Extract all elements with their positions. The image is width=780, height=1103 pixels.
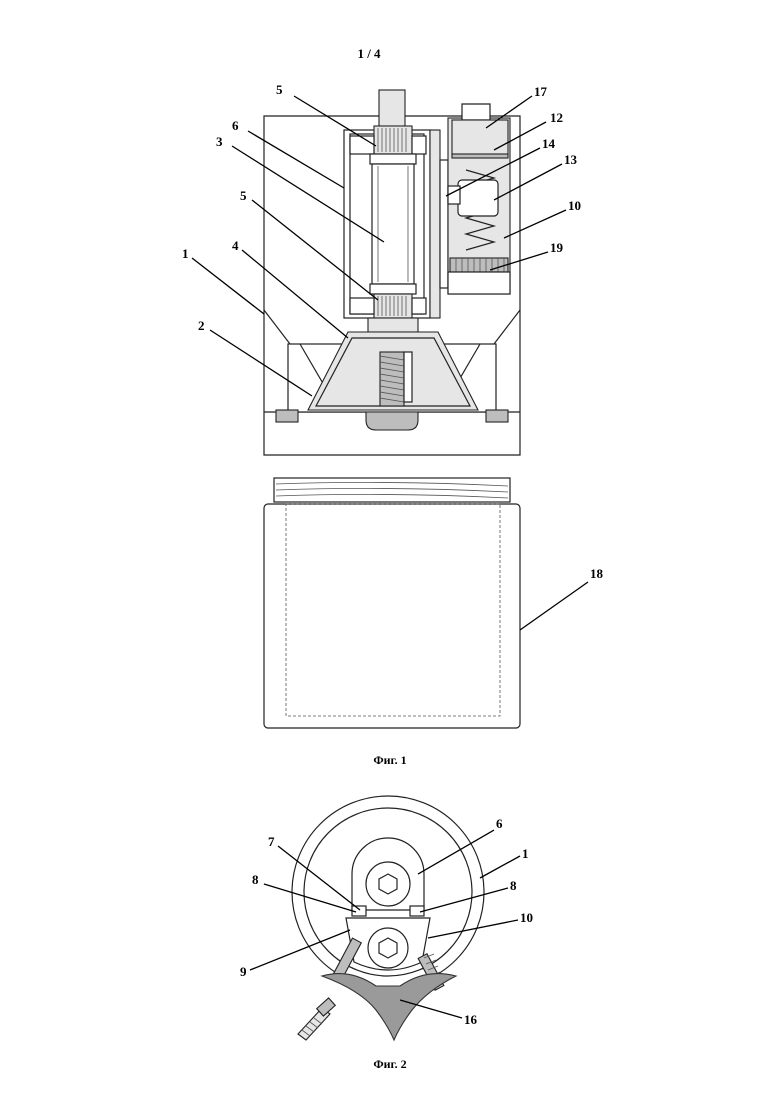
label-f2-1: 1	[522, 846, 529, 861]
hanger-block	[458, 180, 498, 216]
bottom-knob	[366, 412, 418, 430]
gear-base	[448, 272, 510, 294]
label-f2-16: 16	[464, 1012, 478, 1027]
hanger-tab	[448, 186, 460, 204]
label-3: 3	[216, 134, 223, 149]
label-f2-8-right: 8	[510, 878, 517, 893]
label-1: 1	[182, 246, 189, 261]
label-f2-6: 6	[496, 816, 503, 831]
cone-screw-side	[404, 352, 412, 402]
lower-bearing-block-right	[412, 298, 426, 314]
label-5-bottom: 5	[240, 188, 247, 203]
cone-screw	[380, 352, 404, 406]
label-5-top: 5	[276, 82, 283, 97]
container-body	[264, 504, 520, 728]
lower-bearing-block-left	[350, 298, 374, 314]
shaft-lower-nut	[368, 318, 418, 332]
figure-1: 5 6 3 5 4 1 2 17 12 14 13 10 19 18 Фиг. …	[182, 82, 604, 767]
label-f2-8-left: 8	[252, 872, 259, 887]
shaft-hex-top	[379, 874, 397, 894]
figure-2-caption: Фиг. 2	[373, 1057, 406, 1071]
figure-2: 7 6 1 8 8 10 9 16 Фиг. 2	[240, 796, 533, 1071]
shaft-top-stud	[379, 90, 405, 130]
rail-left	[430, 130, 440, 318]
label-f2-9: 9	[240, 964, 247, 979]
label-17: 17	[534, 84, 548, 99]
adjust-hex	[379, 938, 397, 958]
label-4: 4	[232, 238, 239, 253]
label-18: 18	[590, 566, 604, 581]
figure-1-caption: Фиг. 1	[373, 753, 406, 767]
gear	[450, 258, 508, 272]
label-2: 2	[198, 318, 205, 333]
rail-right	[440, 160, 448, 288]
cap-nut	[462, 104, 490, 120]
label-6: 6	[232, 118, 239, 133]
label-19: 19	[550, 240, 564, 255]
container-thread	[274, 478, 510, 502]
label-12: 12	[550, 110, 563, 125]
leader-1	[192, 258, 264, 314]
label-10: 10	[568, 198, 581, 213]
label-14: 14	[542, 136, 556, 151]
label-13: 13	[564, 152, 578, 167]
leader-18	[520, 582, 588, 630]
lower-collar	[370, 284, 416, 294]
leader-f2-1	[480, 856, 520, 878]
foot-right	[486, 410, 508, 422]
page-number: 1 / 4	[357, 46, 381, 61]
foot-left	[276, 410, 298, 422]
knob-ring	[452, 154, 508, 158]
label-f2-10: 10	[520, 910, 533, 925]
knob	[452, 120, 508, 156]
upper-bearing-block-left	[350, 136, 374, 154]
upper-collar	[370, 154, 416, 164]
label-f2-7: 7	[268, 834, 275, 849]
upper-bearing-block-right	[412, 136, 426, 154]
